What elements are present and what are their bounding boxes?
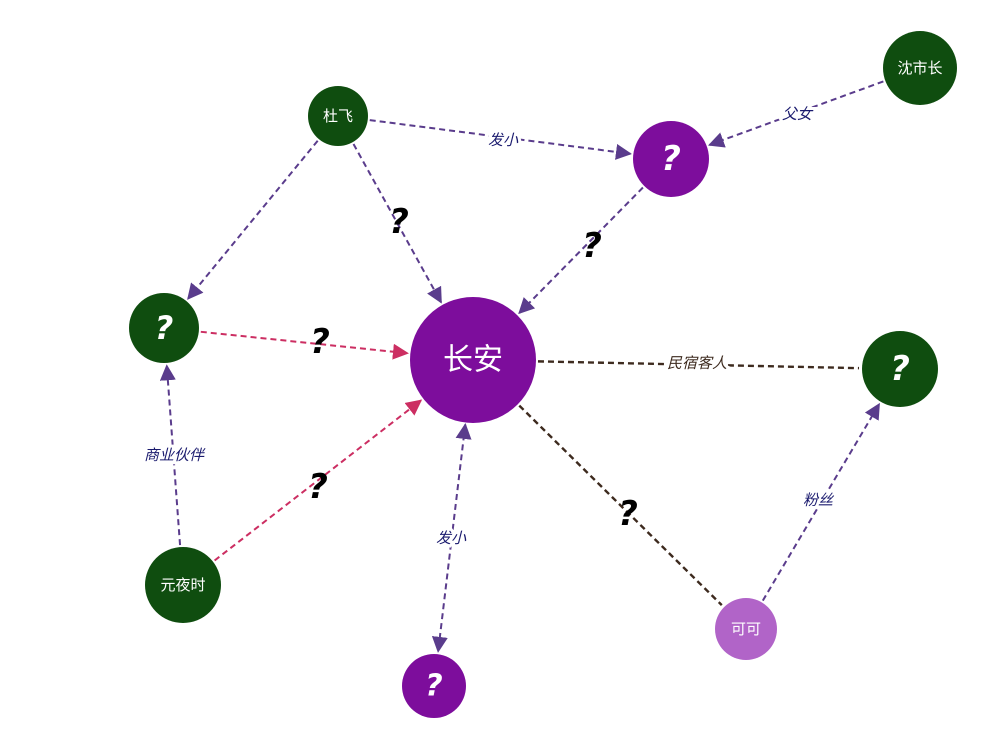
edge-unknown-label: ? (618, 494, 638, 534)
node-circle (129, 293, 199, 363)
node-label: ? (425, 669, 442, 704)
node-label: 元夜时 (160, 576, 205, 594)
node-circle (633, 121, 709, 197)
edge-dufei-changan (352, 143, 442, 304)
node-label: 可可 (731, 620, 761, 638)
edge-unknown_left-changan (200, 330, 409, 360)
edge-dufei-unknown_left (187, 140, 319, 300)
node-label: ? (890, 349, 910, 389)
node-unknown_bottom[interactable]: ? (402, 654, 466, 718)
edge-changan-unknown_right (537, 360, 860, 370)
node-yuanyeshi[interactable]: 元夜时 (145, 547, 221, 623)
edge-label: 父女 (782, 105, 814, 123)
node-label: 杜飞 (323, 107, 353, 125)
node-circle (410, 297, 536, 423)
edge-label: 粉丝 (803, 491, 835, 509)
edge-unknown-label: ? (582, 226, 602, 266)
node-unknown_top[interactable]: ? (633, 121, 709, 197)
node-label: 长安 (443, 343, 503, 378)
node-changan[interactable]: 长安 (410, 297, 536, 423)
node-unknown_left[interactable]: ? (129, 293, 199, 363)
edge-changan-unknown_bottom (431, 422, 472, 653)
node-circle (883, 31, 957, 105)
nodes-layer: 长安 杜飞 沈市长??? 元夜时? 可可 (129, 31, 957, 718)
node-dufei[interactable]: 杜飞 (308, 86, 368, 146)
node-label: ? (661, 139, 681, 179)
node-unknown_right[interactable]: ? (862, 331, 938, 407)
node-circle (402, 654, 466, 718)
node-label: ? (155, 309, 174, 347)
node-circle (862, 331, 938, 407)
edge-label: 商业伙伴 (144, 446, 206, 464)
node-circle (308, 86, 368, 146)
edge-changan-keke (518, 404, 723, 606)
edge-label: 民宿客人 (667, 354, 727, 372)
edge-unknown-label: ? (389, 202, 409, 242)
edge-shenshizhang-unknown_top (708, 80, 884, 148)
edge-unknown_top-changan (518, 186, 644, 315)
edge-label: 发小 (436, 529, 467, 547)
node-keke[interactable]: 可可 (715, 598, 777, 660)
node-shenshizhang[interactable]: 沈市长 (883, 31, 957, 105)
edge-dufei-unknown_top (369, 119, 632, 160)
edge-unknown-label: ? (308, 467, 328, 507)
node-label: 沈市长 (897, 59, 942, 77)
node-circle (715, 598, 777, 660)
node-circle (145, 547, 221, 623)
edge-unknown-label: ? (310, 322, 330, 362)
edge-keke-unknown_right (761, 402, 880, 602)
edge-label: 发小 (488, 131, 519, 149)
edge-yuanyeshi-changan (213, 399, 423, 562)
